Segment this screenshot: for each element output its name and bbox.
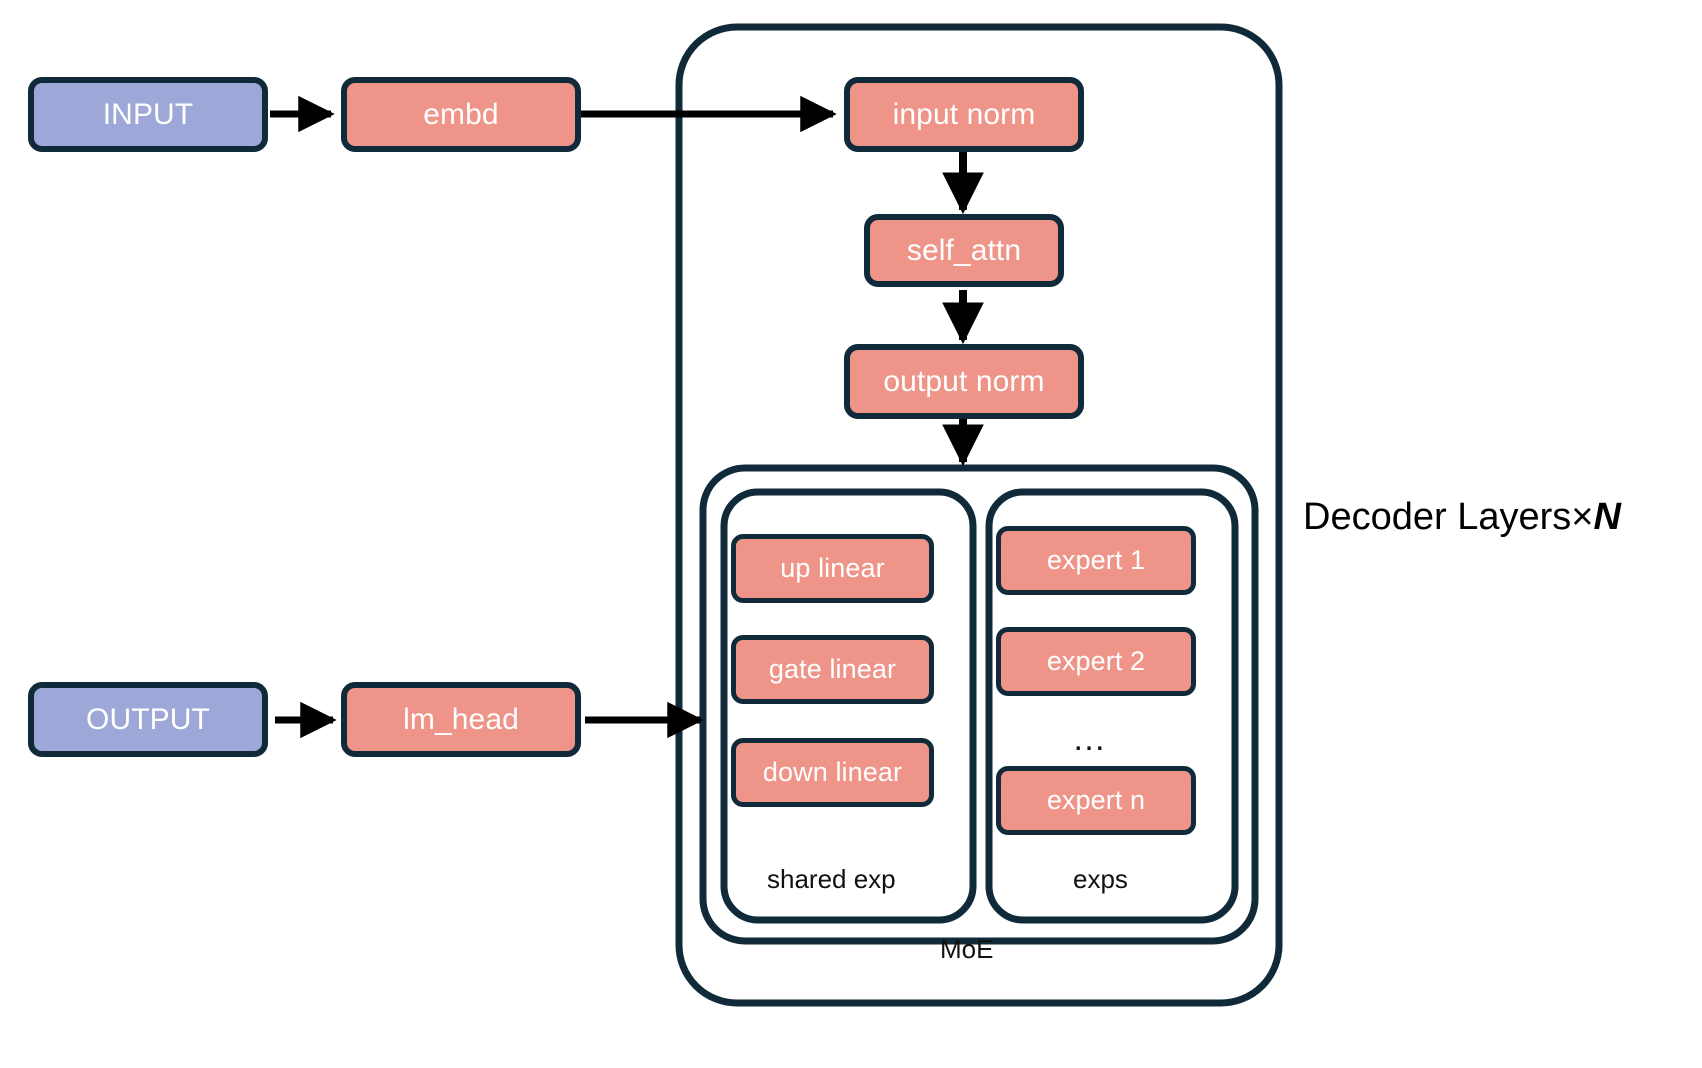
node-self-attn-label: self_attn xyxy=(906,233,1022,267)
node-expert-1[interactable]: expert 1 xyxy=(996,526,1196,595)
node-expert-n-label: expert n xyxy=(1046,785,1146,815)
node-down-linear-label: down linear xyxy=(762,757,903,787)
node-down-linear[interactable]: down linear xyxy=(731,738,934,807)
experts-ellipsis: … xyxy=(1072,722,1108,756)
node-gate-linear-label: gate linear xyxy=(768,654,897,684)
experts-label-text: exps xyxy=(1073,864,1128,894)
node-input-label: INPUT xyxy=(102,97,194,131)
node-lm-head[interactable]: lm_head xyxy=(341,682,581,757)
node-embd[interactable]: embd xyxy=(341,77,581,152)
node-up-linear-label: up linear xyxy=(780,553,885,583)
shared-expert-label: shared exp xyxy=(767,866,896,892)
decoder-layers-n: N xyxy=(1593,496,1621,538)
shared-expert-label-text: shared exp xyxy=(767,864,896,894)
node-output-label: OUTPUT xyxy=(86,702,210,736)
experts-ellipsis-text: … xyxy=(1072,720,1108,758)
node-expert-2-label: expert 2 xyxy=(1046,646,1146,676)
decoder-layers-times: × xyxy=(1571,496,1594,538)
node-expert-1-label: expert 1 xyxy=(1046,545,1146,575)
decoder-layers-side-label: Decoder Layers×N xyxy=(1303,498,1621,536)
node-self-attn[interactable]: self_attn xyxy=(864,214,1064,287)
node-expert-2[interactable]: expert 2 xyxy=(996,627,1196,696)
node-input-norm[interactable]: input norm xyxy=(844,77,1084,152)
node-output-norm-label: output norm xyxy=(883,364,1045,398)
experts-label: exps xyxy=(1073,866,1128,892)
node-embd-label: embd xyxy=(423,97,499,131)
node-gate-linear[interactable]: gate linear xyxy=(731,635,934,704)
node-input-norm-label: input norm xyxy=(892,97,1036,131)
node-lm-head-label: lm_head xyxy=(403,702,519,736)
node-expert-n[interactable]: expert n xyxy=(996,766,1196,835)
decoder-layers-text: Decoder Layers xyxy=(1303,496,1572,538)
node-input[interactable]: INPUT xyxy=(28,77,268,152)
moe-label: MoE xyxy=(940,936,993,962)
moe-label-text: MoE xyxy=(940,934,994,964)
node-output[interactable]: OUTPUT xyxy=(28,682,268,757)
node-output-norm[interactable]: output norm xyxy=(844,344,1084,419)
decoder-layers-container xyxy=(675,23,1283,1007)
node-up-linear[interactable]: up linear xyxy=(731,534,934,603)
